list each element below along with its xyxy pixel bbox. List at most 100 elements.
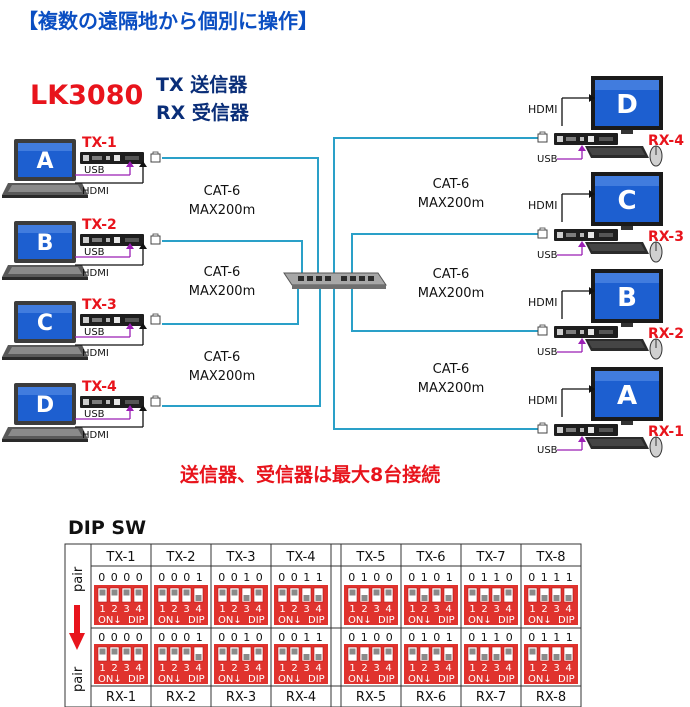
dip-label: DIP (558, 674, 575, 685)
hdmi-label: HDMI (82, 268, 109, 279)
dip-lever (171, 648, 178, 655)
hdmi-label: HDMI (82, 348, 109, 359)
hdmi-label: HDMI (82, 186, 109, 197)
switch-number: 1 (469, 663, 475, 674)
switch-number: 3 (123, 663, 129, 674)
on-label: ON↓ (278, 615, 302, 626)
tx-column-header: TX-4 (285, 550, 315, 565)
dip-lever (541, 654, 548, 660)
screen-letter: A (617, 381, 637, 411)
arrow-up-icon (126, 405, 134, 411)
tx-dip-code: 0 1 1 0 (468, 571, 513, 584)
cable-length-label: MAX200m (189, 369, 256, 384)
arrow-up-icon (139, 161, 147, 167)
dip-lever (171, 589, 178, 596)
dip-lever (159, 589, 166, 596)
switch-number: 1 (279, 663, 285, 674)
dip-lever (385, 589, 392, 596)
switch-number: 4 (385, 663, 391, 674)
cable-length-label: MAX200m (189, 203, 256, 218)
dip-lever (279, 648, 286, 655)
rx-box-icon (554, 229, 618, 241)
dip-lever (493, 595, 500, 601)
dip-lever (111, 589, 118, 596)
tx-dip-code: 0 1 0 0 (348, 571, 393, 584)
on-label: ON↓ (158, 615, 182, 626)
tx-dip-code: 0 0 1 1 (278, 571, 323, 584)
dip-lever (385, 648, 392, 655)
rx-dip-code: 0 0 0 1 (158, 631, 203, 644)
dip-label: DIP (128, 674, 145, 685)
switch-number: 2 (421, 663, 427, 674)
usb-label: USB (84, 165, 105, 176)
dip-label: DIP (188, 674, 205, 685)
max-units-note: 送信器、受信器は最大8台接続 (180, 463, 440, 486)
dip-lever (315, 595, 322, 601)
dip-lever (159, 648, 166, 655)
screen-letter: B (617, 283, 637, 313)
switch-number: 1 (279, 604, 285, 615)
arrow-up-icon (578, 241, 586, 247)
tx-column-header: TX-5 (355, 550, 385, 565)
dip-lever (493, 654, 500, 660)
screen-letter: B (37, 231, 54, 256)
keyboard-icon (585, 146, 649, 158)
tx-label: TX-4 (82, 379, 117, 395)
plug-icon (150, 395, 161, 407)
dip-lever (195, 595, 202, 601)
switch-number: 3 (303, 604, 309, 615)
switch-number: 1 (159, 663, 165, 674)
dip-label: DIP (248, 674, 265, 685)
switch-number: 4 (195, 663, 201, 674)
plug-icon (150, 233, 161, 245)
switch-number: 1 (349, 604, 355, 615)
on-label: ON↓ (528, 615, 552, 626)
dip-lever (409, 648, 416, 655)
on-label: ON↓ (408, 615, 432, 626)
arrow-up-icon (126, 243, 134, 249)
switch-number: 2 (541, 604, 547, 615)
switch-number: 2 (541, 663, 547, 674)
dip-lever (433, 589, 440, 596)
switch-number: 3 (433, 604, 439, 615)
cable-length-label: MAX200m (418, 381, 485, 396)
dip-lever (279, 589, 286, 596)
plug-icon (537, 227, 548, 239)
dip-lever (183, 589, 190, 596)
dip-label: DIP (188, 615, 205, 626)
rx-column-header: RX-3 (226, 690, 256, 705)
screen-letter: D (36, 393, 54, 418)
transmitter-group: ATX-1USBHDMIBTX-2USBHDMICTX-3USBHDMIDTX-… (2, 135, 161, 442)
on-label: ON↓ (278, 674, 302, 685)
tx-column-header: TX-8 (535, 550, 565, 565)
tx-cable-line (162, 289, 299, 325)
on-label: ON↓ (468, 615, 492, 626)
rx-box-icon (554, 326, 618, 338)
usb-label: USB (537, 347, 558, 358)
dip-lever (243, 595, 250, 601)
switch-number: 2 (231, 604, 237, 615)
switch-number: 1 (469, 604, 475, 615)
cable-lines (162, 137, 538, 430)
on-label: ON↓ (468, 674, 492, 685)
switch-number: 4 (315, 663, 321, 674)
dip-lever (529, 589, 536, 596)
rx-cable-line (351, 289, 538, 332)
rx-column-header: RX-7 (476, 690, 506, 705)
switch-number: 2 (171, 604, 177, 615)
dip-lever (195, 654, 202, 660)
mouse-icon (649, 338, 663, 360)
dip-lever (243, 654, 250, 660)
rx-label: RX-1 (648, 424, 684, 440)
pair-label: pair (71, 666, 86, 692)
switch-number: 3 (243, 663, 249, 674)
